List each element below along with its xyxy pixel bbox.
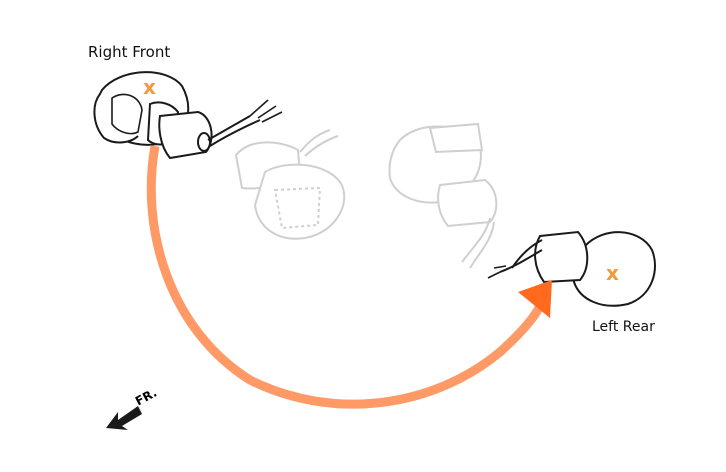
mark-right-front-x: x [143, 75, 156, 99]
swap-arrow-head-icon [518, 280, 552, 318]
swap-arrow-path [146, 145, 545, 409]
front-direction-arrow-icon [106, 406, 142, 430]
signal-right-front [93, 71, 283, 160]
signal-left-rear [487, 230, 656, 307]
label-left-rear: Left Rear [592, 319, 655, 335]
label-right-front: Right Front [88, 43, 171, 61]
ghost-signal-right-rear [388, 122, 498, 269]
mark-left-rear-x: x [606, 261, 619, 285]
ghost-signal-left-front [234, 129, 346, 240]
